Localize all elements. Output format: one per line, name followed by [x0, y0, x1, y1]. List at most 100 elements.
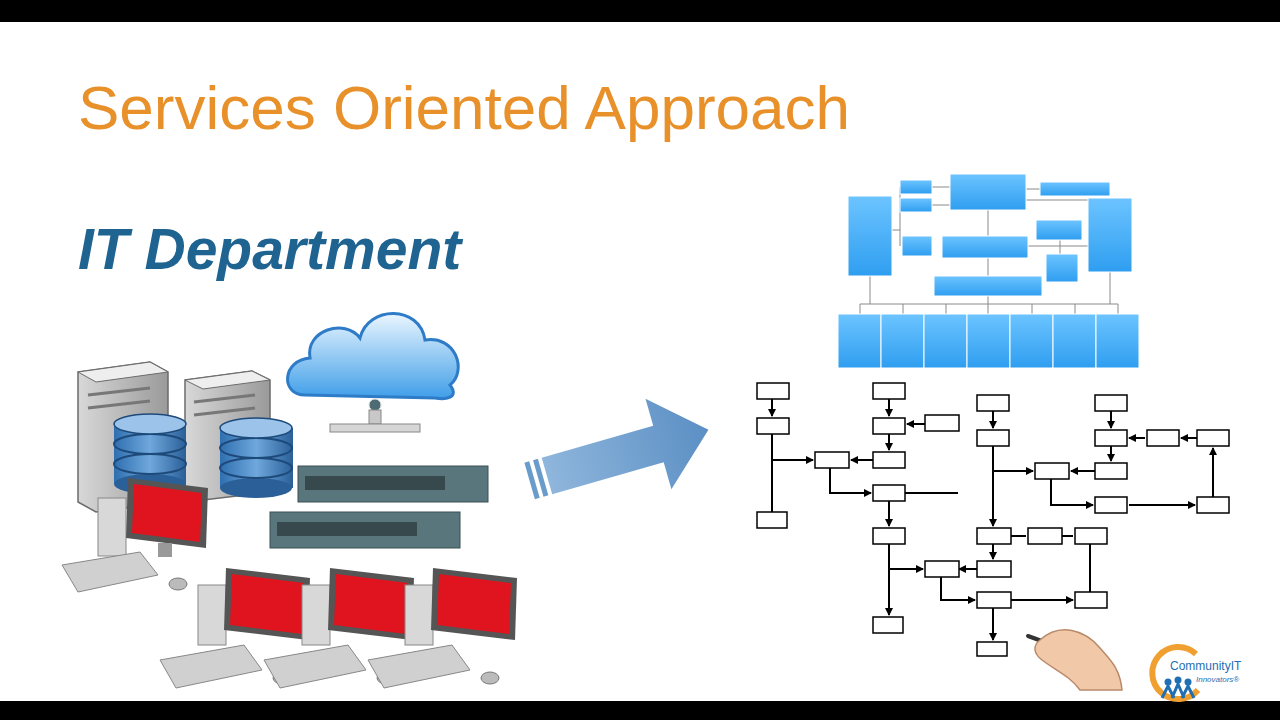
flow-line: [771, 434, 773, 512]
org-line: [903, 304, 904, 314]
db-ring: [114, 434, 186, 454]
switch-ports: [305, 476, 445, 490]
flow-line: [1110, 446, 1112, 461]
flow-box: [1035, 463, 1069, 479]
flow-box: [757, 418, 789, 434]
flow-box: [873, 418, 905, 434]
org-line: [946, 304, 947, 314]
org-box: [1088, 198, 1132, 272]
org-line: [932, 187, 950, 188]
org-line: [860, 304, 1118, 305]
org-chart-boxes: [838, 174, 1139, 368]
transition-arrow: [517, 384, 722, 526]
flow-line: [1051, 479, 1093, 505]
flow-line: [941, 577, 975, 600]
flow-box: [873, 383, 905, 399]
flow-line: [888, 399, 890, 416]
db-ring: [220, 458, 292, 478]
cloud-pipe: [330, 424, 420, 432]
switch-body: [298, 466, 488, 502]
flow-line: [888, 544, 890, 615]
keyboard: [62, 552, 158, 592]
flow-box: [757, 383, 789, 399]
cloud-plug: [369, 399, 381, 411]
monitor-screen: [230, 574, 304, 634]
org-line: [1026, 200, 1088, 201]
cloud-icon: [288, 313, 459, 432]
org-box: [967, 314, 1010, 368]
flow-line: [959, 568, 977, 570]
monitor-frame: [328, 568, 414, 640]
org-line: [870, 276, 871, 304]
flow-box: [977, 592, 1011, 608]
org-box: [848, 196, 892, 276]
flow-box: [1075, 592, 1107, 608]
db-ring: [220, 438, 292, 458]
org-line: [1110, 272, 1111, 304]
flow-line: [889, 568, 923, 570]
flow-box: [977, 430, 1009, 446]
drive-bay: [88, 388, 150, 395]
flow-line: [830, 468, 871, 493]
flow-box: [1095, 463, 1127, 479]
org-box: [924, 314, 967, 368]
org-box: [950, 174, 1026, 210]
flow-line: [992, 446, 994, 526]
flow-box: [1095, 395, 1127, 411]
cloud-pipe: [369, 410, 381, 424]
flowchart-boxes: [757, 383, 1229, 656]
org-box: [1053, 314, 1096, 368]
flow-box: [1028, 528, 1062, 544]
hand-shape: [1035, 630, 1122, 690]
flow-line: [1071, 470, 1095, 472]
pc-tower: [198, 585, 226, 645]
org-box: [900, 180, 932, 194]
flow-line: [993, 470, 1033, 472]
flow-line: [992, 544, 994, 559]
server-top: [185, 371, 270, 389]
keyboard: [264, 645, 366, 688]
db-top: [220, 418, 292, 438]
db-ring: [114, 454, 186, 474]
flow-line: [772, 459, 813, 461]
pc-tower: [405, 585, 433, 645]
company-logo: [1152, 647, 1198, 699]
org-box: [881, 314, 924, 368]
flow-box: [1197, 497, 1229, 513]
drive-bay: [194, 395, 255, 402]
monitor-frame: [224, 568, 310, 640]
flow-box: [873, 452, 905, 468]
flow-box: [977, 528, 1011, 544]
database-cylinder: [220, 418, 293, 498]
drive-bay: [88, 401, 150, 408]
flow-line: [1011, 535, 1026, 537]
monitor-screen: [334, 574, 408, 634]
flow-box: [757, 512, 787, 528]
logo-name: CommunityIT: [1170, 660, 1241, 673]
flow-line: [907, 423, 925, 425]
monitor-frame: [126, 478, 208, 548]
flow-line: [905, 492, 958, 494]
flow-line: [1110, 411, 1112, 428]
org-line: [932, 205, 950, 206]
top-bar: [0, 0, 1280, 22]
org-line: [1060, 240, 1061, 254]
flow-box: [977, 561, 1011, 577]
network-switch: [270, 512, 460, 548]
flow-line: [1129, 504, 1195, 506]
flow-box: [1197, 430, 1229, 446]
server-top: [78, 362, 168, 382]
org-box: [838, 314, 881, 368]
flowchart-lines: [772, 399, 1213, 640]
bottom-bar: [0, 701, 1280, 720]
flow-box: [977, 642, 1007, 656]
logo-people: [1162, 684, 1194, 698]
flow-box: [1095, 430, 1127, 446]
drive-bay: [194, 408, 255, 415]
flow-line: [771, 399, 773, 416]
flow-box: [815, 452, 849, 468]
org-box: [1046, 254, 1078, 282]
workstation: [62, 478, 208, 592]
org-line: [892, 230, 900, 231]
flow-line: [1011, 599, 1073, 601]
